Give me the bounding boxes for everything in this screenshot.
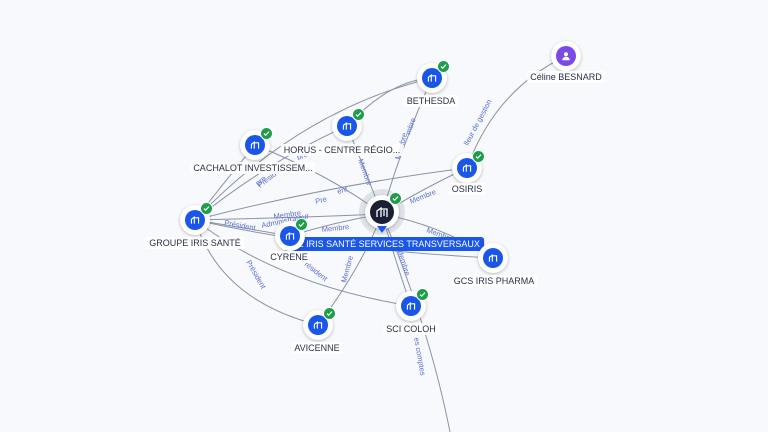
building-icon <box>422 68 442 88</box>
building-icon <box>337 116 357 136</box>
node-label-celine-besnard[interactable]: Céline BESNARD <box>527 71 605 83</box>
edge-groupe-sci <box>194 219 412 307</box>
edge-label-ent: ent <box>336 184 349 196</box>
verified-check-icon <box>389 192 402 205</box>
node-label-gie-iris-sante[interactable]: GIE IRIS SANTÉ SERVICES TRANSVERSAUX <box>284 237 484 251</box>
center-pin-pointer <box>377 226 387 233</box>
building-icon <box>370 200 394 224</box>
edge-label-president-2: Président <box>224 218 258 233</box>
building-icon <box>245 135 265 155</box>
node-horus[interactable] <box>332 108 365 141</box>
node-cyrene[interactable] <box>275 218 308 251</box>
edge-label-membre-5: Membre <box>339 255 355 284</box>
node-avicenne[interactable] <box>303 307 336 340</box>
verified-check-icon <box>323 307 336 320</box>
building-icon <box>483 248 503 268</box>
edge-label-membre-1: Membre <box>273 208 302 221</box>
node-sci-coloh[interactable] <box>396 288 429 321</box>
edge-groupe-bethesda <box>194 77 433 221</box>
edge-label-pre: Pre <box>314 194 328 206</box>
node-gie-iris-sante[interactable] <box>365 192 402 229</box>
node-label-osiris[interactable]: OSIRIS <box>448 183 486 195</box>
node-cachalot[interactable] <box>240 127 273 160</box>
verified-check-icon <box>295 218 308 231</box>
building-icon <box>280 226 300 246</box>
node-osiris[interactable] <box>452 150 485 183</box>
building-icon <box>185 210 205 230</box>
node-label-gcs-iris-pharma[interactable]: GCS IRIS PHARMA <box>450 275 538 287</box>
edge-groupe-osiris <box>194 167 468 221</box>
node-groupe-iris-sante[interactable] <box>180 202 213 235</box>
edge-label-president-1: Président <box>244 259 268 292</box>
node-gcs-iris-pharma[interactable] <box>478 243 508 273</box>
node-celine-besnard[interactable] <box>551 41 581 71</box>
edge-label-membre-3: Membre <box>356 158 374 187</box>
node-label-sci-coloh[interactable]: SCI COLOH <box>383 323 439 335</box>
edge-label-membre-2: Membre <box>321 222 349 234</box>
edge-label-comptes: es comptes <box>412 337 428 377</box>
node-label-bethesda[interactable]: BETHESDA <box>403 95 459 107</box>
edge-groupe-gie <box>194 213 383 221</box>
edge-label-mbre: mbre <box>403 117 417 136</box>
verified-check-icon <box>352 108 365 121</box>
node-label-cachalot[interactable]: CACHALOT INVESTISSEM... <box>190 162 316 174</box>
verified-check-icon <box>260 127 273 140</box>
building-icon <box>308 315 328 335</box>
node-label-groupe-iris-sante[interactable]: GROUPE IRIS SANTÉ <box>146 237 244 249</box>
verified-check-icon <box>472 150 485 163</box>
building-icon <box>401 296 421 316</box>
verified-check-icon <box>200 202 213 215</box>
verified-check-icon <box>416 288 429 301</box>
node-label-horus[interactable]: HORUS - CENTRE RÉGIO... <box>280 144 404 156</box>
building-icon <box>457 158 477 178</box>
node-bethesda[interactable] <box>417 60 450 93</box>
person-icon <box>556 46 576 66</box>
node-label-avicenne[interactable]: AVICENNE <box>291 342 343 354</box>
node-label-cyrene[interactable]: CYRENE <box>267 251 311 263</box>
verified-check-icon <box>437 60 450 73</box>
